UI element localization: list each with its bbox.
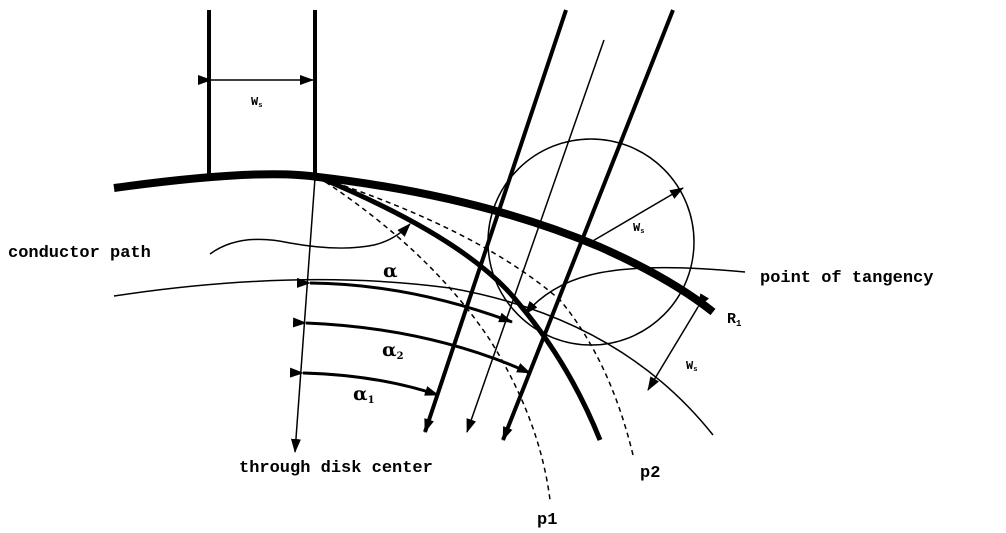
p2-dashed-curve — [317, 176, 634, 456]
circle-width-label: Ws — [633, 221, 645, 236]
p2-label: p2 — [640, 464, 661, 483]
slanted-thick-line-right — [501, 9, 675, 441]
inner-arc — [113, 278, 714, 436]
r1-label: R1 — [727, 311, 742, 329]
through-disk-center-label: through disk center — [239, 459, 433, 478]
ws-gap-arrow — [647, 293, 709, 391]
conductor-path-leader — [209, 223, 411, 255]
p1-dashed-curve — [317, 176, 551, 501]
alpha1-label: α1 — [353, 383, 375, 406]
tangency-leader — [524, 266, 746, 315]
channel-width-label: Ws — [251, 95, 263, 110]
alpha-label: α — [383, 260, 398, 282]
outer-radius-arc — [113, 170, 716, 316]
alpha2-arc — [292, 317, 531, 375]
alpha2-label: α2 — [382, 339, 404, 362]
conductor-path-label: conductor path — [8, 244, 151, 263]
disk-center-line — [290, 177, 316, 453]
alpha1-arc — [289, 367, 439, 397]
circle-radius-arrow — [590, 187, 684, 243]
conductor-path-curve — [317, 174, 603, 441]
p1-label: p1 — [537, 511, 558, 530]
point-of-tangency-label: point of tangency — [760, 269, 934, 288]
gap-width-label: Ws — [686, 359, 698, 374]
slanted-thick-line-left — [423, 9, 568, 433]
alpha-arc — [296, 277, 513, 324]
